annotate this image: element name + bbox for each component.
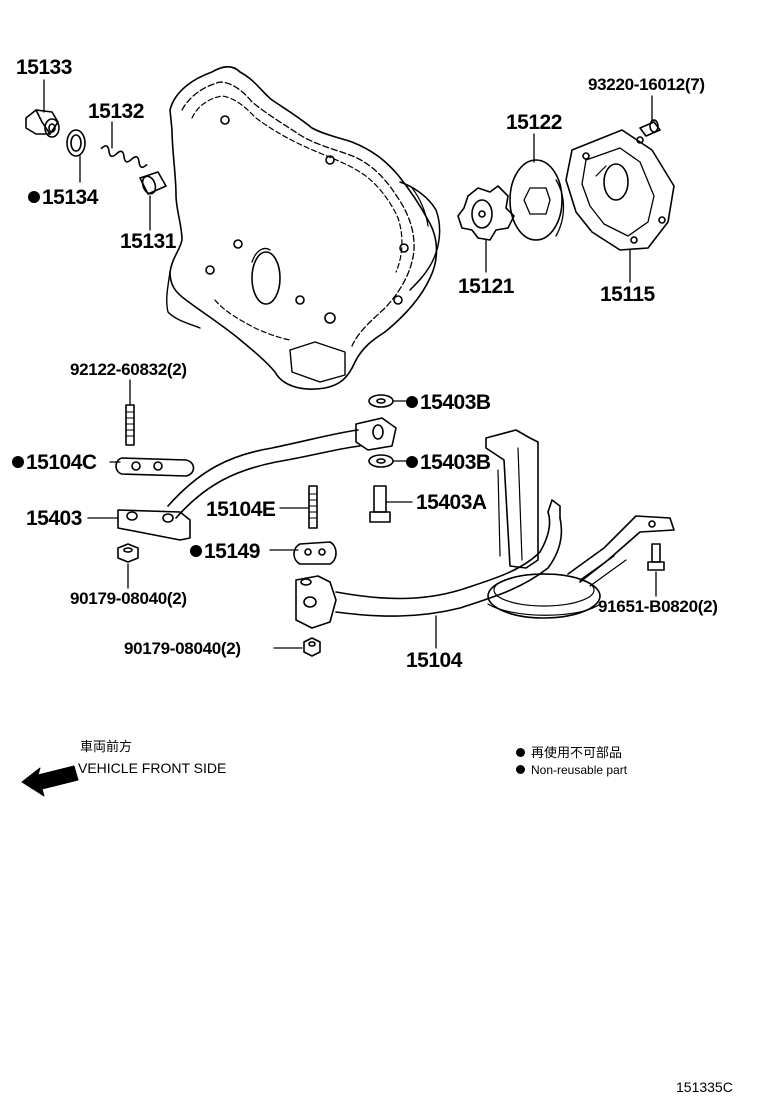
label-15104c: 15104C [12,452,97,473]
screw-93220 [639,119,661,137]
label-90179-08040-left: 90179-08040(2) [70,589,187,608]
nut-90179-bottom [303,637,321,657]
nonreusable-dot-icon [12,456,24,468]
oil-pump-plate [565,129,675,251]
nut-90179-left [117,543,139,563]
stud-92122 [125,404,135,446]
label-15134: 15134 [28,187,98,208]
vehicle-front-jp: 車両前方 [80,739,133,754]
nonreusable-dot-icon [516,765,525,774]
nonreusable-dot-icon [28,191,40,203]
label-15133: 15133 [16,56,72,79]
nonreusable-dot-icon [406,396,418,408]
drive-rotor [457,185,515,241]
relief-valve-piston [139,171,167,195]
stud-15104e [308,485,318,529]
nonreusable-dot-icon [516,748,525,757]
nonreusable-dot-icon [190,545,202,557]
vehicle-front-en: VEHICLE FRONT SIDE [78,760,227,776]
driven-rotor [509,159,565,241]
relief-valve-spring [100,145,148,169]
front-arrow-icon [21,765,79,797]
label-15104e: 15104E [206,498,276,521]
label-15121: 15121 [458,275,514,298]
label-90179-08040-bottom: 90179-08040(2) [124,639,241,658]
gasket-15149 [293,541,337,565]
bolt-91651 [647,543,665,571]
leader-lines [43,79,657,649]
label-15131: 15131 [120,230,176,253]
oil-strainer-15104 [295,429,675,629]
diagram-code: 151335C [676,1079,733,1095]
label-92122-60832: 92122-60832(2) [70,360,187,379]
label-93220-16012: 93220-16012(7) [588,75,705,94]
label-15132: 15132 [88,100,144,123]
label-15122: 15122 [506,111,562,134]
label-15403b-lower: 15403B [406,452,491,473]
label-15104: 15104 [406,649,462,672]
label-91651-b0820: 91651-B0820(2) [598,597,718,616]
washer-15403b-lower [368,454,394,468]
relief-valve-gasket [66,129,86,157]
label-15115: 15115 [600,283,655,306]
label-15403a: 15403A [416,491,487,514]
oil-pipe-15403 [117,417,397,541]
washer-15403b-upper [368,394,394,408]
label-15149: 15149 [190,541,260,562]
gasket-15104c [115,457,195,477]
relief-valve-plug [25,109,60,138]
nonreusable-legend-jp: 再使用不可部品 [516,746,622,759]
label-15403: 15403 [26,507,82,530]
nonreusable-legend-en: Non-reusable part [516,764,627,776]
label-15403b-upper: 15403B [406,392,491,413]
nonreusable-dot-icon [406,456,418,468]
timing-cover-drawing [166,65,441,390]
union-bolt-15403a [369,485,391,523]
